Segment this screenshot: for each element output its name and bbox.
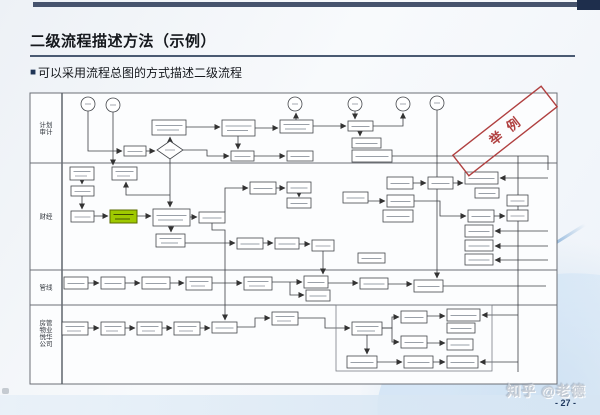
flow-node — [351, 321, 383, 336]
flow-node — [357, 252, 386, 264]
lane-label: 管线 — [40, 283, 54, 292]
flow-node — [305, 289, 331, 302]
flow-node — [279, 119, 314, 134]
flow-node — [413, 279, 444, 293]
flow-node — [403, 355, 434, 369]
lane-label: 财经 — [40, 212, 54, 221]
flow-node — [151, 119, 187, 136]
flow-node — [173, 321, 201, 336]
flow-connector — [298, 317, 351, 331]
flow-node — [230, 150, 255, 162]
flow-node — [100, 276, 126, 290]
flow-node — [111, 166, 138, 181]
flow-connector — [211, 223, 228, 321]
flow-connector — [289, 282, 305, 298]
flow-connector — [87, 111, 123, 154]
flow-node — [185, 276, 213, 291]
flow-connector — [224, 185, 249, 212]
flow-node — [155, 233, 186, 248]
flow-node — [474, 187, 500, 199]
flow-node — [464, 239, 494, 252]
flow-node — [311, 239, 335, 252]
bullet-line: ■ 可以采用流程总图的方式描述二级流程 — [30, 64, 242, 81]
flow-node — [274, 237, 300, 250]
flow-node — [351, 137, 382, 149]
title-underline — [30, 55, 575, 57]
flow-node — [123, 145, 147, 157]
flow-node — [382, 209, 414, 223]
corner-artifact — [2, 388, 9, 394]
flow-node — [467, 209, 495, 223]
flow-node — [236, 237, 264, 250]
flow-node — [359, 277, 389, 290]
top-accent-bar-end — [577, 0, 600, 10]
flow-node — [446, 308, 481, 322]
flow-node — [347, 120, 374, 132]
flow-node — [400, 310, 428, 324]
flow-connector — [183, 149, 230, 159]
bullet-text: 可以采用流程总图的方式描述二级流程 — [38, 66, 243, 80]
flow-node — [136, 321, 163, 336]
flow-node — [386, 176, 414, 190]
page-number: - 27 - — [554, 398, 576, 408]
flow-connector — [123, 181, 170, 196]
flow-node — [342, 191, 369, 204]
flow-connector — [382, 327, 400, 345]
flow-group-frame — [335, 304, 493, 372]
flow-node — [506, 194, 529, 207]
flow-node — [211, 321, 238, 334]
flow-node — [351, 149, 393, 163]
flow-node — [464, 224, 494, 238]
background-decoration-band — [0, 395, 600, 415]
top-accent-bar — [33, 2, 600, 7]
flow-node — [69, 166, 95, 181]
flow-node — [70, 210, 95, 223]
flow-node — [286, 181, 312, 194]
flow-node — [70, 185, 95, 197]
flow-node — [286, 197, 312, 209]
lane-label: 房管物业悦华公司 — [40, 318, 54, 348]
flow-connector — [414, 200, 467, 219]
bullet-marker: ■ — [30, 67, 37, 78]
flow-node — [506, 209, 529, 222]
flow-node — [303, 275, 329, 289]
flow-connector — [237, 315, 271, 328]
flow-node — [427, 176, 454, 190]
flow-node — [464, 253, 494, 266]
flow-node — [152, 208, 191, 227]
flow-node — [400, 335, 428, 349]
lane-label: 计划审计 — [40, 120, 54, 136]
flow-connector — [392, 155, 549, 170]
flow-node — [61, 321, 89, 336]
flow-node — [446, 338, 474, 351]
flow-connector — [373, 112, 406, 127]
flow-node — [346, 355, 378, 369]
flow-node — [198, 211, 226, 224]
flow-node — [446, 322, 476, 334]
flow-node — [286, 150, 314, 162]
flow-node — [249, 181, 277, 195]
watermark: 知乎 @老德 — [506, 383, 586, 399]
flow-node — [464, 171, 499, 185]
flow-node — [141, 276, 171, 290]
flow-node-highlighted — [109, 209, 138, 224]
flow-node — [446, 355, 479, 369]
flow-node — [386, 194, 415, 208]
page-title: 二级流程描述方法（示例） — [30, 33, 217, 50]
flow-node — [271, 311, 299, 326]
flow-node — [243, 276, 273, 291]
flow-node — [63, 276, 89, 290]
flow-node — [221, 119, 256, 137]
flow-node — [100, 321, 126, 336]
